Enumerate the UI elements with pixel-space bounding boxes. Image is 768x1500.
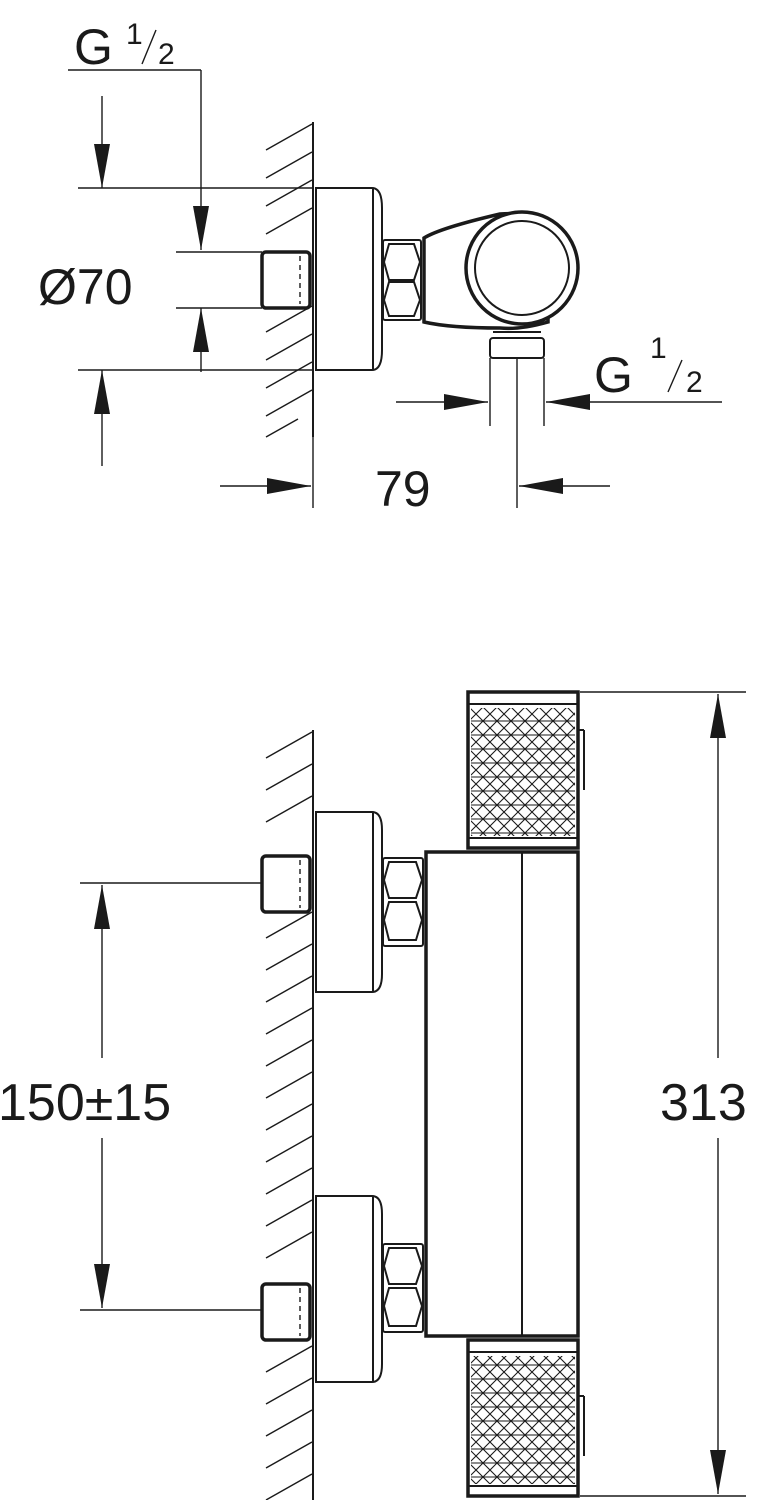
- flange-diameter-label: Ø70: [38, 259, 133, 315]
- inlet-spacing-dimension: 150±15: [0, 882, 262, 1311]
- inlet-thread-base: G: [74, 19, 113, 75]
- outlet-thread-numerator: 1: [650, 332, 667, 365]
- inlet-nipple-top: [260, 250, 312, 310]
- outlet-thread-denominator: 2: [686, 366, 703, 399]
- projection-label: 79: [375, 461, 431, 517]
- wall-flange-top: [315, 187, 383, 371]
- top-view: G 1 2 Ø70 G 1 2: [38, 18, 722, 517]
- outlet-thread-dimension: G 1 2: [396, 332, 722, 426]
- lower-inlet: [260, 1195, 424, 1383]
- inlet-thread-denominator: 2: [158, 38, 175, 71]
- overall-height-label: 313: [660, 1074, 747, 1132]
- upper-handle: [466, 690, 585, 850]
- front-view: 150±15 313: [0, 690, 747, 1500]
- outlet-thread-base: G: [594, 347, 633, 403]
- inlet-thread-numerator: 1: [126, 18, 143, 51]
- inlet-spacing-label: 150±15: [0, 1074, 171, 1132]
- thermostat-body-front: [424, 850, 580, 1338]
- projection-dimension: 79: [220, 358, 610, 517]
- wall-hatching-front: [265, 730, 314, 1500]
- flange-diameter-dimension: Ø70: [38, 96, 312, 466]
- upper-inlet: [260, 811, 424, 993]
- overall-height-dimension: 313: [580, 691, 747, 1497]
- thermostat-body-top: [422, 210, 580, 359]
- hex-nut-top: [382, 239, 422, 321]
- lower-handle: [466, 1338, 585, 1498]
- inlet-thread-dimension: G 1 2: [68, 18, 262, 372]
- wall-hatching-top: [265, 122, 314, 438]
